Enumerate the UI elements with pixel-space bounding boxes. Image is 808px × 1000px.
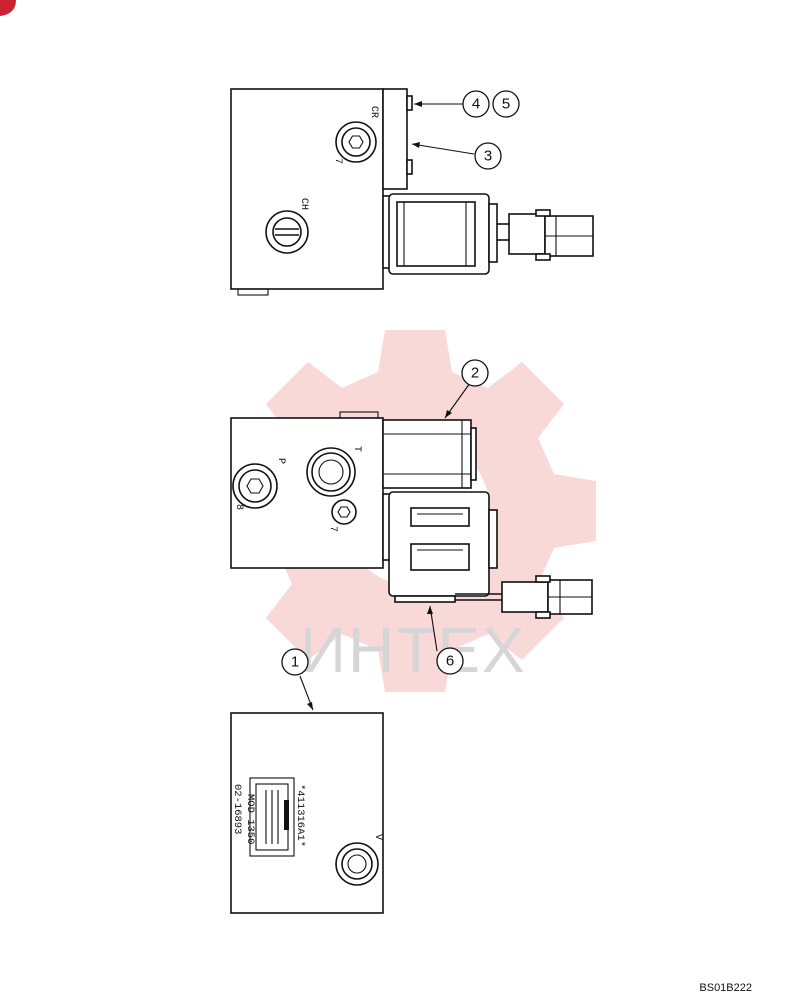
corner-badge-icon — [0, 0, 16, 16]
port-ch-plug — [265, 210, 309, 254]
svg-text:5: 5 — [502, 96, 510, 113]
port-cr-label: CR — [368, 106, 379, 118]
svg-text:1: 1 — [291, 654, 299, 671]
cartridge-valve — [382, 419, 477, 489]
callout-3: 3 — [474, 142, 502, 170]
port-v-label: V — [372, 834, 383, 840]
plug-7-label-middle: 7 — [327, 526, 338, 532]
port-p-plug — [232, 463, 278, 509]
svg-text:2: 2 — [471, 365, 479, 382]
connector-top — [497, 209, 594, 261]
leader-lines — [299, 101, 475, 711]
connector-middle — [455, 575, 593, 619]
port-t-label: T — [351, 446, 362, 452]
plug-8-label: 8 — [233, 504, 244, 510]
plug-7-label-top: 7 — [332, 158, 343, 164]
valve-body-bottom: *411316A1* MOD 1350 02-16893 V — [230, 712, 384, 914]
callout-6: 6 — [436, 647, 464, 675]
watermark-text: ИНТЕХ — [300, 614, 527, 686]
svg-text:4: 4 — [472, 96, 480, 113]
callout-4: 4 — [462, 90, 490, 118]
callout-1: 1 — [281, 648, 309, 676]
model-stamp: MOD 1350 — [244, 794, 256, 844]
svg-text:3: 3 — [484, 148, 492, 165]
stamp-plate — [249, 777, 295, 857]
plug-7-middle — [331, 499, 357, 525]
drawing-code: BS01B222 — [699, 982, 752, 994]
callout-5: 5 — [492, 90, 520, 118]
port-v-plug — [335, 842, 379, 886]
port-p-label: P — [275, 458, 286, 464]
port-t-plug — [306, 447, 356, 497]
port-ch-label: CH — [298, 198, 309, 210]
valve-view-middle: P 8 T 7 — [230, 411, 593, 619]
serial-stamp: 02-16893 — [231, 784, 243, 834]
callout-2: 2 — [461, 359, 489, 387]
svg-text:6: 6 — [446, 653, 454, 670]
port-cr-plug — [335, 121, 377, 163]
solenoid-coil-middle — [382, 491, 498, 603]
part-number-stamp: *411316A1* — [294, 784, 306, 847]
solenoid-coil-top — [388, 193, 498, 275]
valve-view-top: CR 7 CH — [230, 88, 594, 296]
